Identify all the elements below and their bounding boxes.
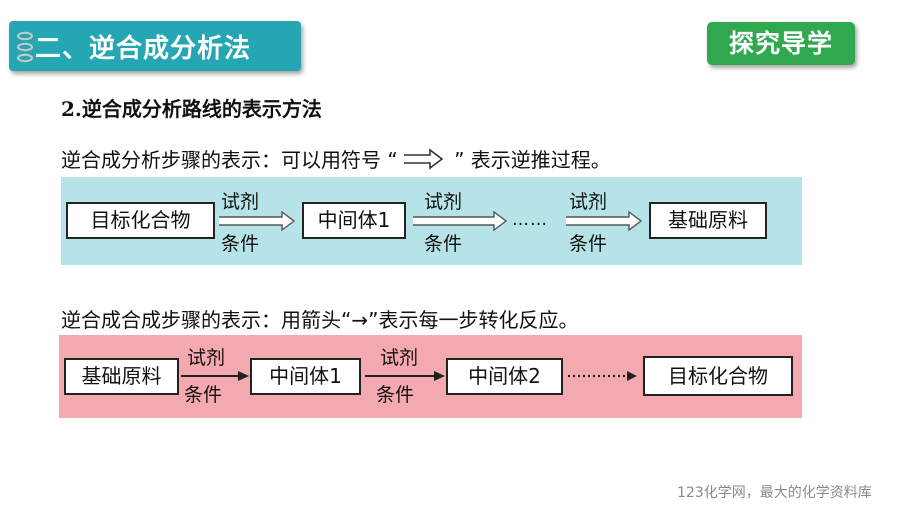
footer-watermark: 123化学网，最大的化学资料库	[677, 485, 872, 501]
retro-box-target: 目标化合物	[66, 202, 215, 239]
retro-description: 逆合成分析步骤的表示：可以用符号 “ ” 表示逆推过程。	[61, 144, 611, 173]
synthesis-box-intermediate-1: 中间体1	[250, 358, 361, 395]
synthesis-description: 逆合成合成步骤的表示：用箭头“→”表示每一步转化反应。	[61, 308, 579, 332]
retro-box-intermediate: 中间体1	[302, 202, 406, 239]
retro-arrow-icon-1	[219, 210, 296, 232]
synthesis-arrow-icon-1	[181, 371, 249, 381]
section-title: 二、逆合成分析法	[35, 34, 252, 64]
retro-arrow-icon-2	[413, 210, 508, 232]
synthesis-condition-1: 条件	[184, 384, 223, 406]
retro-reagent-1: 试剂	[221, 191, 260, 213]
retro-condition-1: 条件	[221, 233, 260, 255]
synthesis-dotted-arrow-icon	[568, 371, 637, 381]
synthesis-reagent-2: 试剂	[380, 347, 419, 369]
binder-rings-icon	[17, 31, 33, 63]
synthesis-condition-2: 条件	[376, 384, 415, 406]
subheading: 2.逆合成分析路线的表示方法	[61, 97, 322, 121]
synthesis-box-target: 目标化合物	[643, 356, 793, 396]
section-header: 二、逆合成分析法	[9, 21, 301, 71]
synthesis-box-raw-material: 基础原料	[64, 358, 179, 395]
synthesis-box-intermediate-2: 中间体2	[446, 358, 563, 395]
retro-condition-3: 条件	[569, 233, 608, 255]
retro-ellipsis: ……	[512, 210, 548, 230]
synthesis-reagent-1: 试剂	[187, 347, 226, 369]
retro-reagent-3: 试剂	[569, 191, 608, 213]
retro-arrow-icon-3	[566, 210, 643, 232]
retro-condition-2: 条件	[424, 233, 463, 255]
guide-badge: 探究导学	[707, 22, 855, 65]
retro-description-start: 逆合成分析步骤的表示：可以用符号 “	[61, 148, 398, 172]
retro-reagent-2: 试剂	[424, 191, 463, 213]
retro-description-end: ” 表示逆推过程。	[447, 148, 611, 172]
retro-box-raw-material: 基础原料	[649, 202, 767, 239]
synthesis-arrow-icon-2	[365, 371, 445, 381]
retro-arrow-icon	[403, 148, 444, 170]
